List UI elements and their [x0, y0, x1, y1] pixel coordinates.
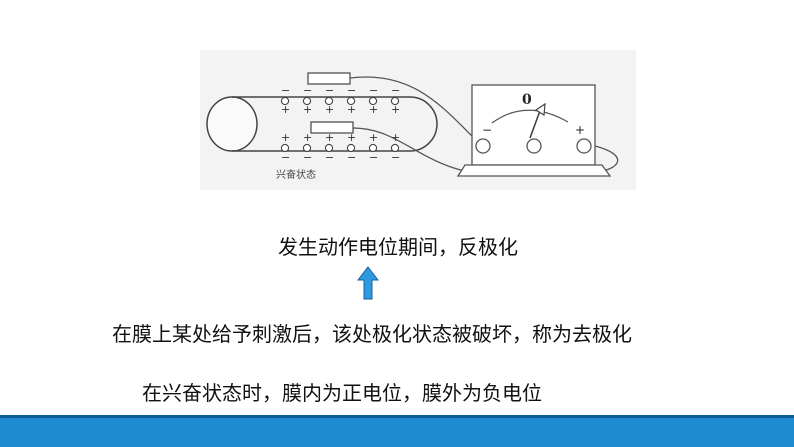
membrane-channel-dot — [280, 96, 290, 106]
caption-depolarization: 在膜上某处给予刺激后，该处极化状态被破坏，称为去极化 — [112, 322, 632, 346]
membrane-channel-dot — [324, 96, 334, 106]
bottom-charge-sign: − — [369, 151, 378, 164]
meter-plus-label: + — [575, 123, 585, 137]
membrane-charges: −−−−−−++++++++++++−−−−−− — [280, 84, 400, 164]
top-charge-sign: − — [347, 84, 356, 97]
upper-plus-sign: + — [303, 103, 312, 116]
membrane-channel-dot — [390, 96, 400, 106]
top-charge-sign: − — [369, 84, 378, 97]
membrane-channel-dot — [346, 96, 356, 106]
membrane-channel-dot — [302, 96, 312, 106]
upper-plus-sign: + — [281, 103, 290, 116]
top-charge-sign: − — [303, 84, 312, 97]
terminal-positive — [576, 138, 592, 154]
bottom-charge-sign: − — [391, 151, 400, 164]
wire-outer-electrode — [349, 76, 481, 145]
nerve-fiber-diagram: 0 − + −−−−−−++++++++++++−−−−−− 兴奋状态 — [206, 72, 619, 181]
meter-needle — [529, 107, 542, 139]
meter-scale-arc — [491, 109, 569, 124]
caption-excited-state: 在兴奋状态时，膜内为正电位，膜外为负电位 — [142, 381, 542, 405]
membrane-channel-dot — [390, 143, 400, 153]
membrane-channel-dot — [280, 143, 290, 153]
footer-stripe — [0, 415, 794, 418]
lower-plus-sign: + — [303, 131, 312, 144]
up-arrow-icon — [357, 266, 379, 300]
fiber-outline — [232, 96, 438, 152]
lower-plus-sign: + — [369, 131, 378, 144]
lower-plus-sign: + — [391, 131, 400, 144]
top-charge-sign: − — [281, 84, 290, 97]
top-charge-sign: − — [391, 84, 400, 97]
outer-electrode — [307, 72, 351, 85]
membrane-channel-dot — [368, 143, 378, 153]
membrane-channel-dot — [368, 96, 378, 106]
bottom-charge-sign: − — [303, 151, 312, 164]
top-charge-sign: − — [325, 84, 334, 97]
terminal-negative — [475, 138, 491, 154]
bottom-charge-sign: − — [347, 151, 356, 164]
upper-plus-sign: + — [391, 103, 400, 116]
membrane-channel-dot — [346, 143, 356, 153]
meter-minus-label: − — [482, 123, 492, 137]
state-label: 兴奋状态 — [276, 168, 316, 181]
lower-plus-sign: + — [325, 131, 334, 144]
needle-arrow-icon — [534, 102, 546, 117]
footer-bar — [0, 415, 794, 447]
upper-plus-sign: + — [325, 103, 334, 116]
bottom-charge-sign: − — [325, 151, 334, 164]
membrane-channel-dot — [324, 143, 334, 153]
meter-zero-label: 0 — [522, 92, 532, 108]
upper-plus-sign: + — [347, 103, 356, 116]
lower-plus-sign: + — [281, 131, 290, 144]
upper-plus-sign: + — [369, 103, 378, 116]
galvanometer-base — [456, 164, 612, 177]
terminal-center — [526, 138, 542, 154]
lower-plus-sign: + — [347, 131, 356, 144]
caption-repolarization: 发生动作电位期间，反极化 — [278, 235, 518, 259]
fiber-end-ellipse — [206, 96, 258, 152]
bottom-charge-sign: − — [281, 151, 290, 164]
membrane-channel-dot — [302, 143, 312, 153]
